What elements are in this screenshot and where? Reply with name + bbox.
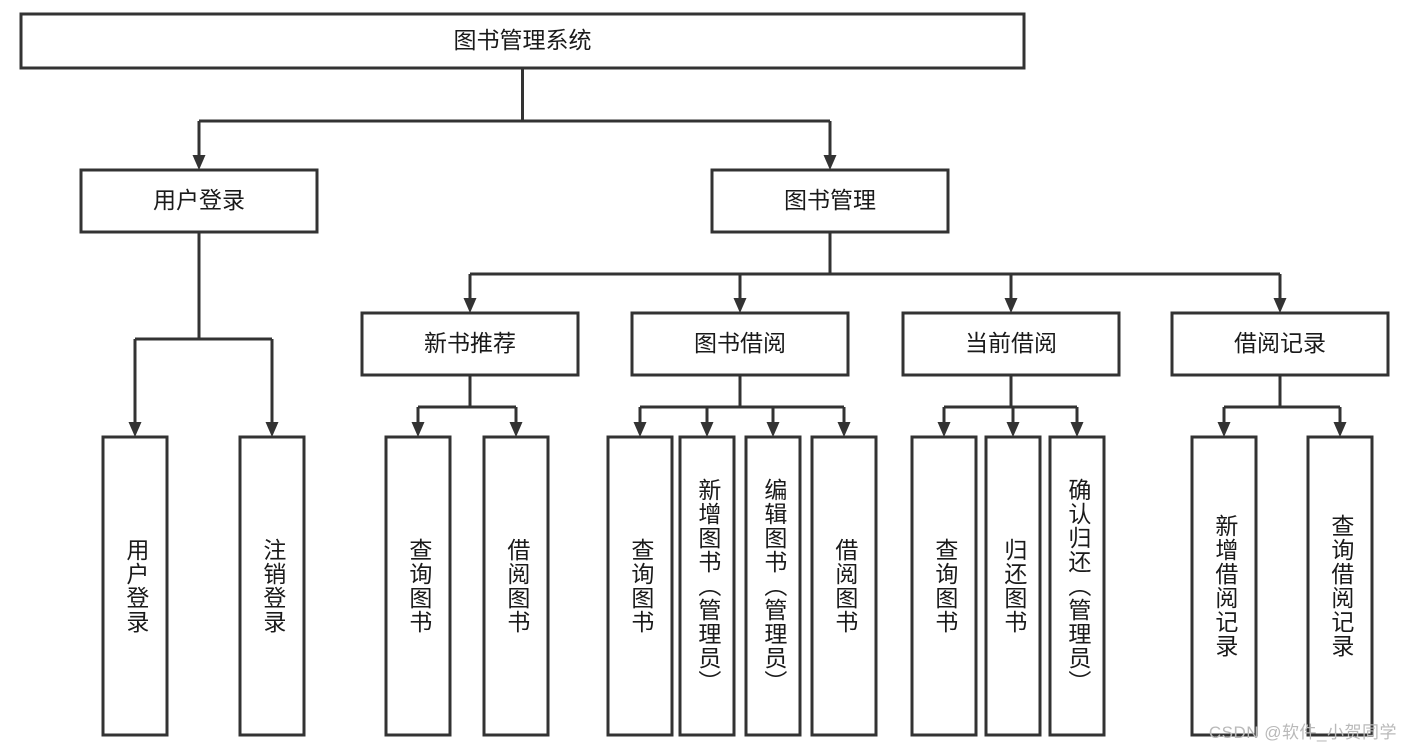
arrow-head-leaf-query-book-recommend — [411, 422, 425, 437]
watermark-text: CSDN @软件_小贺同学 — [1208, 723, 1397, 742]
node-box-leaf-confirm-return[interactable] — [1048, 435, 1106, 737]
node-box-leaf-add-book[interactable] — [678, 435, 736, 737]
arrow-head-leaf-add-borrow-record — [1217, 422, 1231, 437]
arrow-head-leaf-borrow-book — [837, 422, 851, 437]
arrow-head-leaf-query-book-current — [937, 422, 951, 437]
arrow-head-leaf-return-book — [1006, 422, 1020, 437]
node-box-root[interactable] — [19, 12, 1026, 70]
node-box-leaf-return-book[interactable] — [984, 435, 1042, 737]
node-box-book-borrow[interactable] — [630, 311, 850, 377]
node-label-root: 图书管理系统 — [454, 27, 592, 53]
node-box-leaf-borrow-book-recommend[interactable] — [482, 435, 550, 737]
arrow-head-leaf-borrow-book-recommend — [509, 422, 523, 437]
connector-layer — [128, 68, 1347, 437]
node-box-leaf-borrow-book[interactable] — [810, 435, 878, 737]
node-box-leaf-query-book-recommend[interactable] — [384, 435, 452, 737]
node-box-leaf-query-book-current[interactable] — [910, 435, 978, 737]
node-label-book-borrow: 图书借阅 — [694, 330, 786, 356]
node-box-user-login[interactable] — [79, 168, 319, 234]
node-box-leaf-query-book-borrow[interactable] — [606, 435, 674, 737]
arrow-head-leaf-confirm-return — [1070, 422, 1084, 437]
node-box-leaf-query-borrow-record[interactable] — [1306, 435, 1374, 737]
node-box-borrow-record[interactable] — [1170, 311, 1390, 377]
arrow-head-leaf-query-book-borrow — [633, 422, 647, 437]
box-layer — [19, 12, 1390, 737]
arrow-head-current-borrow — [1004, 298, 1018, 313]
arrow-head-leaf-query-borrow-record — [1333, 422, 1347, 437]
node-box-leaf-add-borrow-record[interactable] — [1190, 435, 1258, 737]
arrow-head-leaf-add-book — [700, 422, 714, 437]
node-box-leaf-edit-book[interactable] — [744, 435, 802, 737]
arrow-head-new-book-recommend — [463, 298, 477, 313]
arrow-head-leaf-user-login — [128, 422, 142, 437]
node-label-user-login: 用户登录 — [153, 187, 245, 213]
arrow-head-leaf-logout — [265, 422, 279, 437]
node-box-new-book-recommend[interactable] — [360, 311, 580, 377]
node-label-current-borrow: 当前借阅 — [965, 330, 1057, 356]
arrow-head-user-login — [192, 155, 206, 170]
node-box-leaf-logout[interactable] — [238, 435, 306, 737]
arrow-head-book-borrow — [733, 298, 747, 313]
node-label-new-book-recommend: 新书推荐 — [424, 330, 516, 356]
node-box-current-borrow[interactable] — [901, 311, 1121, 377]
arrow-head-book-manage — [823, 155, 837, 170]
node-label-book-manage: 图书管理 — [784, 187, 876, 213]
node-label-borrow-record: 借阅记录 — [1234, 330, 1326, 356]
node-box-leaf-user-login[interactable] — [101, 435, 169, 737]
arrow-head-leaf-edit-book — [766, 422, 780, 437]
node-box-book-manage[interactable] — [710, 168, 950, 234]
arrow-head-borrow-record — [1273, 298, 1287, 313]
